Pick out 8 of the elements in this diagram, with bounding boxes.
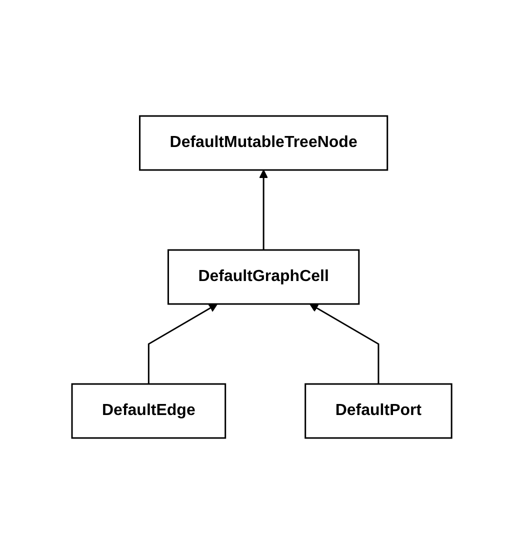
node-box xyxy=(138,115,388,171)
node-box xyxy=(70,383,226,439)
node-box xyxy=(167,249,360,305)
arrow xyxy=(309,304,379,384)
class-diagram: DefaultMutableTreeNode DefaultGraphCell DefaultEdge DefaultPort xyxy=(64,12,460,542)
arrow xyxy=(148,304,218,384)
node-box xyxy=(304,383,452,439)
arrow xyxy=(258,170,268,250)
